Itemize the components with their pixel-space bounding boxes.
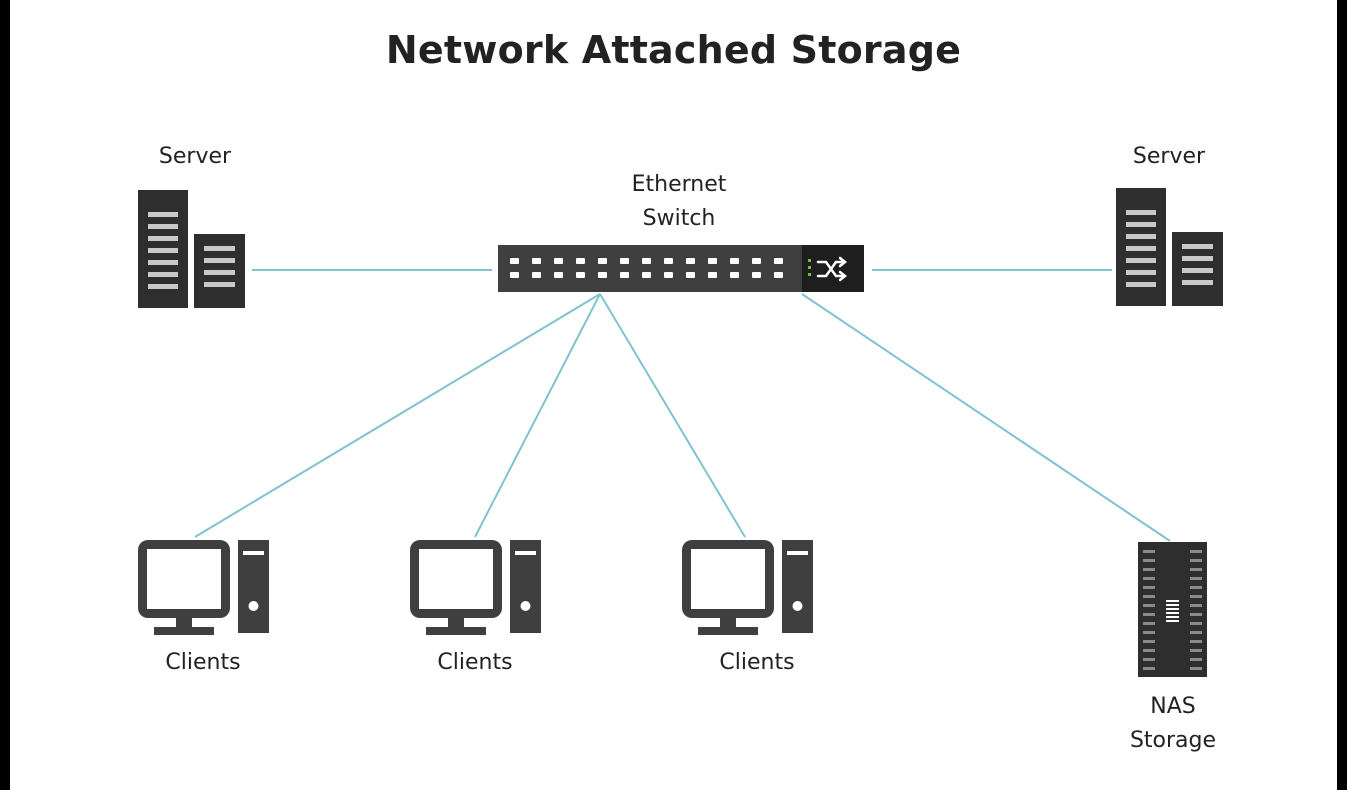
server-right-icon [1116, 188, 1223, 306]
switch-ports [510, 258, 783, 278]
diagram-title: Network Attached Storage [385, 28, 962, 72]
switch-label-line1: Ethernet [631, 172, 727, 197]
client-3-label: Clients [719, 650, 795, 675]
switch-status-leds [808, 259, 811, 276]
switch-label: Ethernet Switch [599, 168, 759, 236]
desktop-computer-icon [138, 540, 269, 635]
server-left-label: Server [158, 144, 232, 169]
server-right-label: Server [1132, 144, 1206, 169]
server-left-icon [138, 190, 245, 308]
desktop-computer-icon [682, 540, 813, 635]
diagram-canvas: Network Attached Storage Server Server [10, 0, 1337, 790]
wire-switch-client-2 [474, 293, 601, 538]
nas-label: NAS Storage [1108, 690, 1238, 758]
wire-switch-nas [801, 293, 1171, 542]
client-1-label: Clients [165, 650, 241, 675]
connection-lines [194, 269, 1171, 542]
client-2-label: Clients [437, 650, 513, 675]
shuffle-icon [816, 256, 848, 282]
nas-label-line2: Storage [1129, 728, 1217, 753]
switch-label-line2: Switch [642, 206, 716, 231]
wire-switch-client-1 [194, 293, 601, 538]
ethernet-switch-icon [498, 245, 864, 292]
wire-switch-client-3 [599, 293, 746, 538]
desktop-computer-icon [410, 540, 541, 635]
nas-storage-icon [1138, 542, 1207, 677]
nas-label-line1: NAS [1150, 694, 1196, 719]
